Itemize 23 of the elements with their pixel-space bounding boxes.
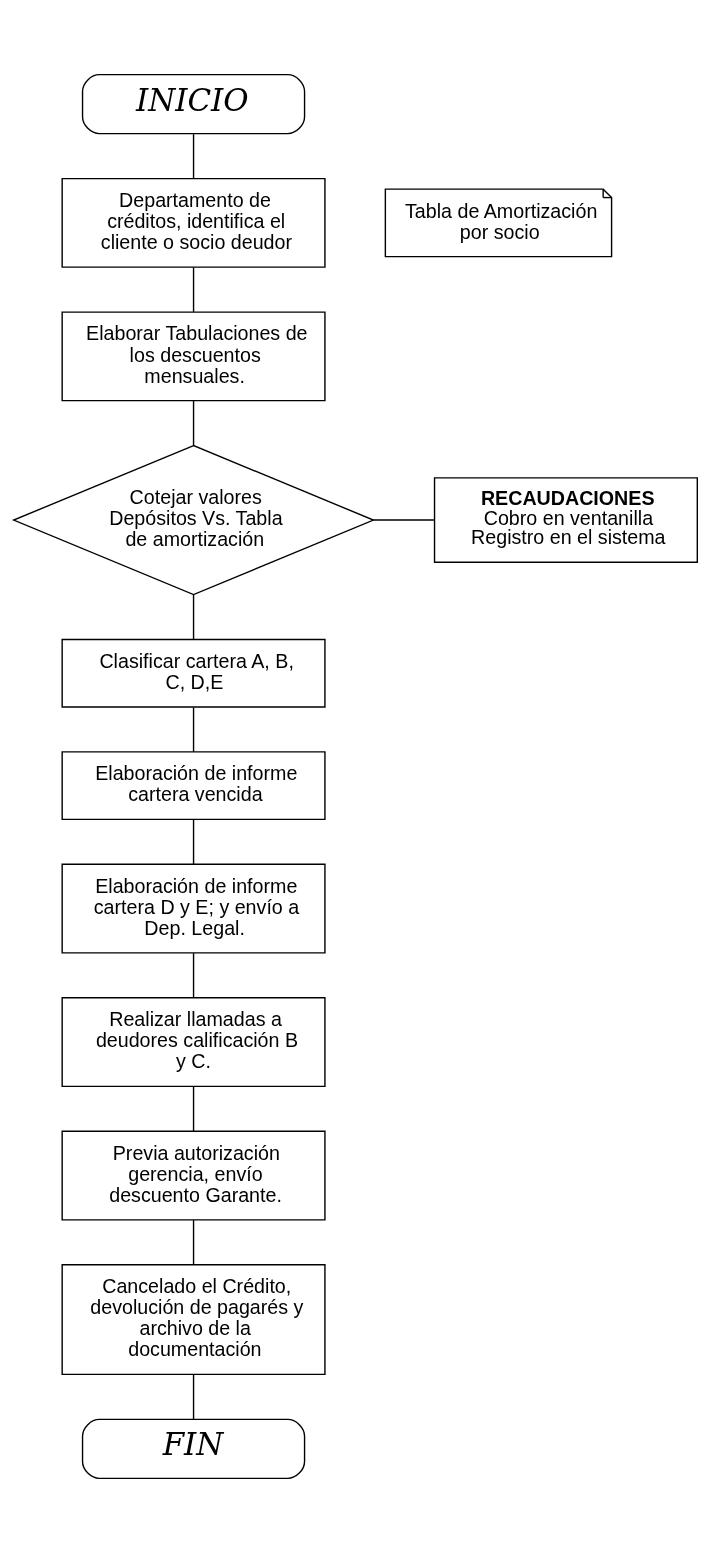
node-box: Realizar llamadas a deudores calificación B y C. <box>61 996 326 1087</box>
connector <box>192 1373 195 1420</box>
node-box: INICIO <box>81 73 306 134</box>
connector <box>192 1085 195 1132</box>
connector <box>192 399 195 446</box>
node-box: Elaboración de informe cartera vencida <box>61 750 326 820</box>
connector <box>192 1218 195 1265</box>
connector <box>372 518 436 521</box>
node-diamond: Cotejar valores Depósitos Vs. Tabla de amortización <box>11 444 376 595</box>
connector <box>192 951 195 998</box>
node-box: Elaboración de informe cartera D y E; y envío a Dep. Legal. <box>61 863 326 954</box>
connector <box>192 593 195 640</box>
connector <box>192 266 195 313</box>
node-box: FIN <box>81 1418 306 1479</box>
connector <box>192 133 195 179</box>
connector <box>192 706 195 752</box>
connector <box>192 818 195 865</box>
node-box: Previa autorización gerencia, envío descuento Garante. <box>61 1130 326 1221</box>
node-box: Departamento de créditos, identifica el cliente o socio deudor <box>61 177 326 268</box>
node-box: Cancelado el Crédito, devolución de pagarés y archivo de la documentación <box>61 1263 326 1375</box>
node-box: RECAUDACIONES Cobro en ventanilla Registro en el sistema <box>433 476 698 563</box>
node-box: Clasificar cartera A, B, C, D,E <box>61 638 326 708</box>
node-box: Elaborar Tabulaciones de los descuentos mensuales. <box>61 310 326 401</box>
